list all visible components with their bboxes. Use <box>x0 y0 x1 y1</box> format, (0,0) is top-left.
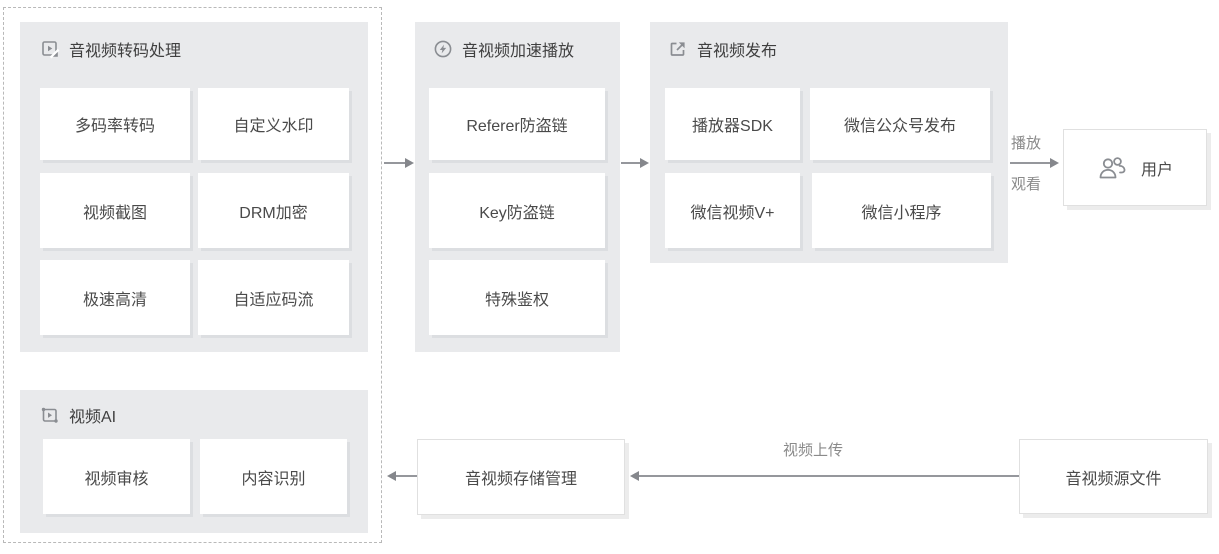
feature-wechat-mini-program: 微信小程序 <box>812 173 991 248</box>
arrow-source-to-storage <box>639 475 1019 477</box>
section-publish-title: 音视频发布 <box>697 43 778 60</box>
feature-top-speed-hd: 极速高清 <box>40 260 190 335</box>
feature-wechat-video-v-plus: 微信视频V+ <box>665 173 800 248</box>
publish-export-icon <box>670 42 685 56</box>
feature-key-hotlink-protection: Key防盗链 <box>429 173 605 248</box>
video-ai-icon <box>41 407 58 423</box>
section-transcode: 音视频转码处理 多码率转码 自定义水印 视频截图 DRM加密 极速高清 自适应码… <box>20 22 368 352</box>
section-transcode-header: 音视频转码处理 <box>40 37 181 61</box>
arrow-transcode-to-acceleration <box>384 162 405 164</box>
feature-special-authentication: 特殊鉴权 <box>429 260 605 335</box>
feature-wechat-official-account-publish: 微信公众号发布 <box>810 88 990 160</box>
arrow-publish-to-user <box>1010 162 1050 164</box>
source-file-node: 音视频源文件 <box>1019 439 1208 514</box>
arrowhead-left-icon <box>630 471 639 481</box>
section-acceleration-header: 音视频加速播放 <box>433 37 574 61</box>
section-video-ai: 视频AI 视频审核 内容识别 <box>20 390 368 533</box>
arrow-label-upload: 视频上传 <box>783 442 844 459</box>
arrowhead-left-icon <box>387 471 396 481</box>
section-video-ai-header: 视频AI <box>40 403 116 427</box>
section-publish: 音视频发布 播放器SDK 微信公众号发布 微信视频V+ 微信小程序 <box>650 22 1008 263</box>
user-node: 用户 <box>1063 129 1207 206</box>
feature-referer-hotlink-protection: Referer防盗链 <box>429 88 605 160</box>
feature-drm-encryption: DRM加密 <box>198 173 349 248</box>
feature-content-recognition: 内容识别 <box>200 439 347 514</box>
section-publish-header: 音视频发布 <box>668 37 777 61</box>
user-node-label: 用户 <box>1140 161 1173 179</box>
section-transcode-title: 音视频转码处理 <box>69 43 182 60</box>
feature-multi-bitrate-transcode: 多码率转码 <box>40 88 190 160</box>
accelerate-play-icon <box>434 40 452 58</box>
storage-node: 音视频存储管理 <box>417 439 625 515</box>
feature-video-moderation: 视频审核 <box>43 439 190 514</box>
section-video-ai-title: 视频AI <box>69 409 117 426</box>
feature-player-sdk: 播放器SDK <box>665 88 800 160</box>
arrow-label-play: 播放 <box>1011 135 1042 152</box>
arrowhead-right-icon <box>1050 158 1059 168</box>
arrow-acceleration-to-publish <box>621 162 640 164</box>
section-acceleration-title: 音视频加速播放 <box>462 43 575 60</box>
section-acceleration: 音视频加速播放 Referer防盗链 Key防盗链 特殊鉴权 <box>415 22 620 352</box>
arrowhead-right-icon <box>405 158 414 168</box>
arrow-storage-to-video-ai <box>396 475 417 477</box>
users-icon <box>1099 156 1126 178</box>
feature-video-screenshot: 视频截图 <box>40 173 190 248</box>
feature-adaptive-bitstream: 自适应码流 <box>198 260 349 335</box>
arrowhead-right-icon <box>640 158 649 168</box>
media-processing-dashed-group <box>3 7 382 543</box>
video-transcode-icon <box>42 41 60 59</box>
feature-custom-watermark: 自定义水印 <box>198 88 349 160</box>
arrow-label-watch: 观看 <box>1011 176 1042 193</box>
